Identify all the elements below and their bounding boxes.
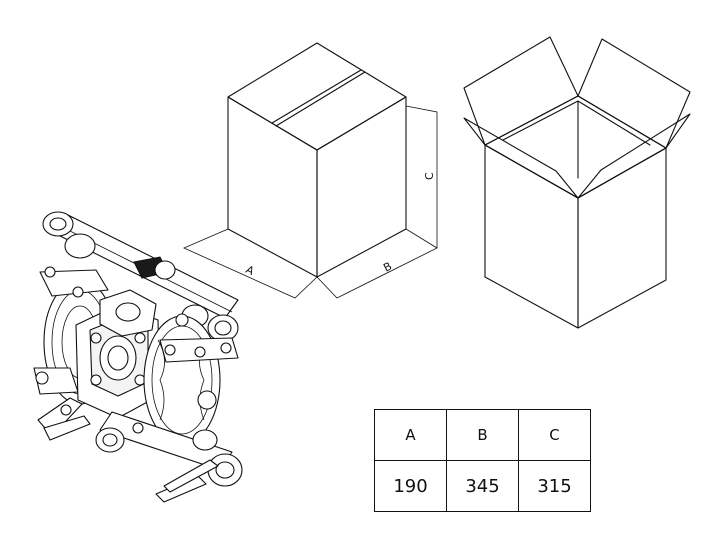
dimension-value-b: 345 — [446, 460, 519, 512]
dimension-value-c: 315 — [518, 460, 591, 512]
closed-box-drawing — [183, 42, 438, 299]
dimension-header-c: C — [518, 409, 591, 461]
dimension-table-header-row: A B C — [374, 409, 591, 461]
dimension-value-a: 190 — [374, 460, 447, 512]
dimension-header-b: B — [446, 409, 519, 461]
dimension-header-a: A — [374, 409, 447, 461]
dimension-label-c: C — [423, 172, 436, 180]
dimension-table: A B C 190 345 315 — [374, 409, 591, 512]
dimension-table-value-row: 190 345 315 — [374, 460, 591, 512]
open-box-drawing — [463, 36, 691, 329]
pump-drawing — [33, 211, 243, 503]
dimension-label-b: B — [381, 260, 394, 275]
